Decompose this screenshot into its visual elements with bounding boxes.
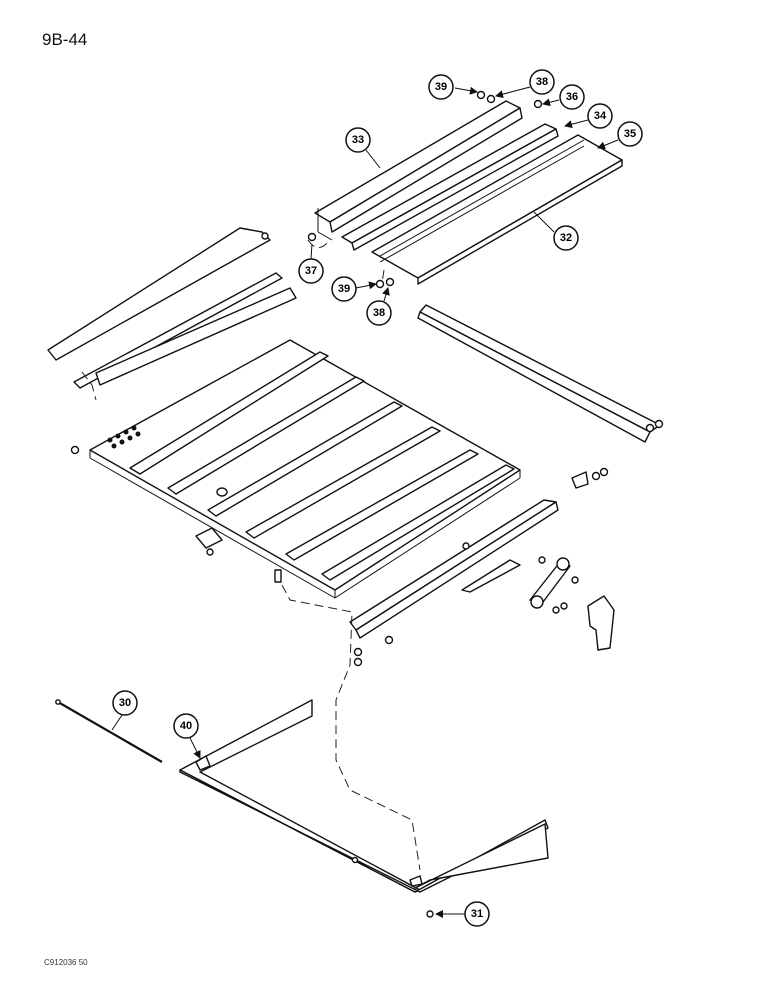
bottom-pan — [179, 699, 549, 918]
callout-37: 37 — [298, 243, 324, 284]
page-number: 9B-44 — [42, 30, 88, 49]
hardware-nuts-lower — [353, 647, 363, 667]
svg-text:38: 38 — [536, 76, 548, 88]
svg-text:39: 39 — [338, 283, 350, 295]
callout-39-lower: 39 — [331, 276, 377, 302]
svg-text:36: 36 — [566, 91, 578, 103]
callout-36: 36 — [542, 84, 585, 110]
callout-38-lower: 38 — [366, 287, 392, 326]
linkage-right — [349, 467, 615, 651]
side-rail-left — [47, 227, 297, 401]
svg-text:39: 39 — [435, 81, 447, 93]
sieve-holes — [107, 425, 141, 449]
cover-plate-32 — [371, 134, 623, 285]
side-rail-right — [417, 304, 664, 443]
svg-text:35: 35 — [624, 128, 636, 140]
drawing-code: C912036 50 — [44, 958, 88, 967]
cover-plate-33 — [314, 100, 523, 241]
svg-text:38: 38 — [373, 307, 385, 319]
callout-32: 32 — [533, 211, 579, 251]
bracket-small — [195, 527, 282, 583]
callout-33: 33 — [345, 127, 381, 169]
svg-text:37: 37 — [305, 265, 317, 277]
svg-text:32: 32 — [560, 232, 572, 244]
callout-30: 30 — [111, 690, 138, 731]
svg-text:31: 31 — [471, 908, 483, 920]
callout-35: 35 — [597, 121, 643, 150]
callout-38-top: 38 — [495, 69, 555, 99]
callout-31: 31 — [435, 901, 490, 927]
assembly-leader-dashed — [281, 584, 421, 871]
svg-text:34: 34 — [594, 110, 607, 122]
svg-text:30: 30 — [119, 697, 131, 709]
callout-39-top: 39 — [428, 74, 478, 100]
sieve-frame — [70, 339, 521, 599]
callout-34: 34 — [564, 103, 613, 129]
svg-text:40: 40 — [180, 720, 192, 732]
callout-40: 40 — [173, 713, 201, 759]
hardware-nuts-upper — [307, 90, 543, 289]
svg-text:33: 33 — [352, 134, 364, 146]
seal-strip-34 — [341, 123, 559, 251]
rod-30 — [55, 699, 163, 763]
